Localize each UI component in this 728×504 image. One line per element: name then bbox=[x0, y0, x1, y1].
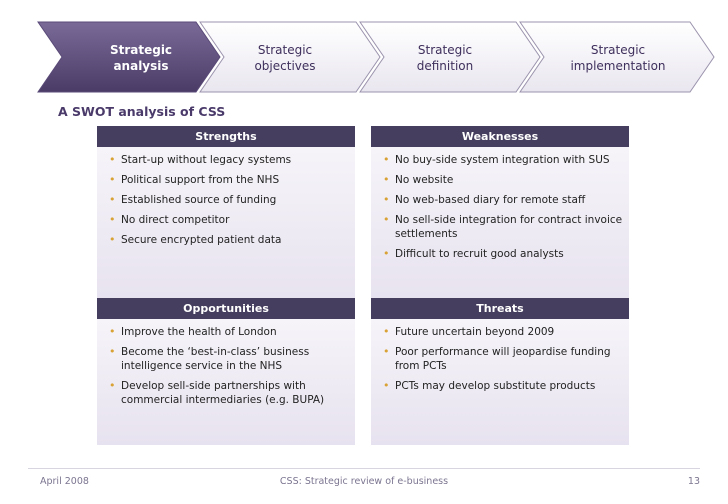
bullet-icon: • bbox=[383, 173, 390, 186]
swot-item: • Established source of funding bbox=[107, 193, 349, 207]
swot-item-text: Become the ‘best-in-class’ business inte… bbox=[121, 346, 310, 372]
step-label-analysis: Strategic analysis bbox=[109, 43, 173, 73]
bullet-icon: • bbox=[109, 345, 116, 358]
swot-item-text: Improve the health of London bbox=[121, 326, 277, 338]
swot-item: • Start-up without legacy systems bbox=[107, 153, 349, 167]
swot-item: • Political support from the NHS bbox=[107, 173, 349, 187]
opportunities-header: Opportunities bbox=[97, 298, 355, 319]
weaknesses-list: • No buy-side system integration with SUS… bbox=[381, 153, 623, 261]
swot-item: • Poor performance will jeopardise fundin… bbox=[381, 345, 623, 373]
bullet-icon: • bbox=[383, 325, 390, 338]
opportunities-list: • Improve the health of London • Become the… bbox=[107, 325, 349, 407]
footer-title: CSS: Strategic review of e-business bbox=[279, 476, 449, 487]
swot-item-text: No website bbox=[395, 174, 454, 186]
bullet-icon: • bbox=[383, 345, 390, 358]
swot-item: • No web-based diary for remote staff bbox=[381, 193, 623, 207]
swot-item: • No buy-side system integration with SUS bbox=[381, 153, 623, 167]
swot-item: • Difficult to recruit good analysts bbox=[381, 247, 623, 261]
threats-body: • Future uncertain beyond 2009 • Poor perfo… bbox=[371, 319, 629, 445]
chevron-step-3 bbox=[359, 21, 541, 93]
threats-list: • Future uncertain beyond 2009 • Poor perfo… bbox=[381, 325, 623, 393]
swot-threats: Threats • Future uncertain beyond 2009 • Po… bbox=[371, 298, 629, 445]
bullet-icon: • bbox=[109, 233, 116, 246]
strengths-header: Strengths bbox=[97, 126, 355, 147]
swot-item: • Future uncertain beyond 2009 bbox=[381, 325, 623, 339]
opportunities-body: • Improve the health of London • Become the… bbox=[97, 319, 355, 445]
process-bar: Strategic analysis Strategic objectives … bbox=[0, 0, 728, 100]
bullet-icon: • bbox=[109, 193, 116, 206]
section-title: A SWOT analysis of CSS bbox=[58, 104, 226, 119]
bullet-icon: • bbox=[383, 213, 390, 226]
swot-item-text: No web-based diary for remote staff bbox=[395, 194, 586, 206]
strengths-list: • Start-up without legacy systems • Politic… bbox=[107, 153, 349, 247]
bullet-icon: • bbox=[383, 247, 390, 260]
swot-item-text: No direct competitor bbox=[121, 214, 230, 226]
footer-date: April 2008 bbox=[40, 476, 89, 487]
bullet-icon: • bbox=[109, 173, 116, 186]
swot-item-text: No buy-side system integration with SUS bbox=[395, 154, 610, 166]
bullet-icon: • bbox=[109, 379, 116, 392]
swot-item-text: Poor performance will jeopardise funding… bbox=[395, 346, 611, 372]
swot-item-text: Secure encrypted patient data bbox=[121, 234, 282, 246]
weaknesses-body: • No buy-side system integration with SUS… bbox=[371, 147, 629, 304]
swot-item-text: No sell-side integration for contract in… bbox=[395, 214, 623, 240]
swot-item-text: PCTs may develop substitute products bbox=[395, 380, 596, 392]
swot-item: • Become the ‘best-in-class’ business int… bbox=[107, 345, 349, 373]
process-chevrons bbox=[37, 21, 715, 93]
swot-item: • No direct competitor bbox=[107, 213, 349, 227]
swot-item-text: Established source of funding bbox=[121, 194, 277, 206]
swot-item: • No website bbox=[381, 173, 623, 187]
footer-divider bbox=[28, 468, 700, 469]
threats-header: Threats bbox=[371, 298, 629, 319]
bullet-icon: • bbox=[109, 213, 116, 226]
swot-item: • Improve the health of London bbox=[107, 325, 349, 339]
bullet-icon: • bbox=[383, 379, 390, 392]
swot-item: • Secure encrypted patient data bbox=[107, 233, 349, 247]
page-number: 13 bbox=[687, 476, 700, 487]
swot-opportunities: Opportunities • Improve the health of Lon… bbox=[97, 298, 355, 445]
chevron-step-2 bbox=[199, 21, 381, 93]
step-label-implementation: Strategic implementation bbox=[570, 43, 666, 73]
swot-item-text: Develop sell-side partnerships with comm… bbox=[121, 380, 325, 406]
swot-item-text: Difficult to recruit good analysts bbox=[395, 248, 564, 260]
swot-weaknesses: Weaknesses • No buy-side system integrati… bbox=[371, 126, 629, 304]
bullet-icon: • bbox=[109, 325, 116, 338]
swot-item: • Develop sell-side partnerships with com… bbox=[107, 379, 349, 407]
weaknesses-header: Weaknesses bbox=[371, 126, 629, 147]
swot-item: • No sell-side integration for contract i… bbox=[381, 213, 623, 241]
bullet-icon: • bbox=[109, 153, 116, 166]
swot-strengths: Strengths • Start-up without legacy syste… bbox=[97, 126, 355, 304]
swot-item: • PCTs may develop substitute products bbox=[381, 379, 623, 393]
step-label-objectives: Strategic objectives bbox=[254, 43, 316, 73]
strengths-body: • Start-up without legacy systems • Politic… bbox=[97, 147, 355, 304]
swot-item-text: Political support from the NHS bbox=[121, 174, 280, 186]
swot-item-text: Start-up without legacy systems bbox=[121, 154, 292, 166]
swot-item-text: Future uncertain beyond 2009 bbox=[395, 326, 555, 338]
chevron-step-4 bbox=[519, 21, 715, 93]
bullet-icon: • bbox=[383, 193, 390, 206]
chevron-step-1 bbox=[37, 21, 221, 93]
step-label-definition: Strategic definition bbox=[416, 43, 474, 73]
bullet-icon: • bbox=[383, 153, 390, 166]
